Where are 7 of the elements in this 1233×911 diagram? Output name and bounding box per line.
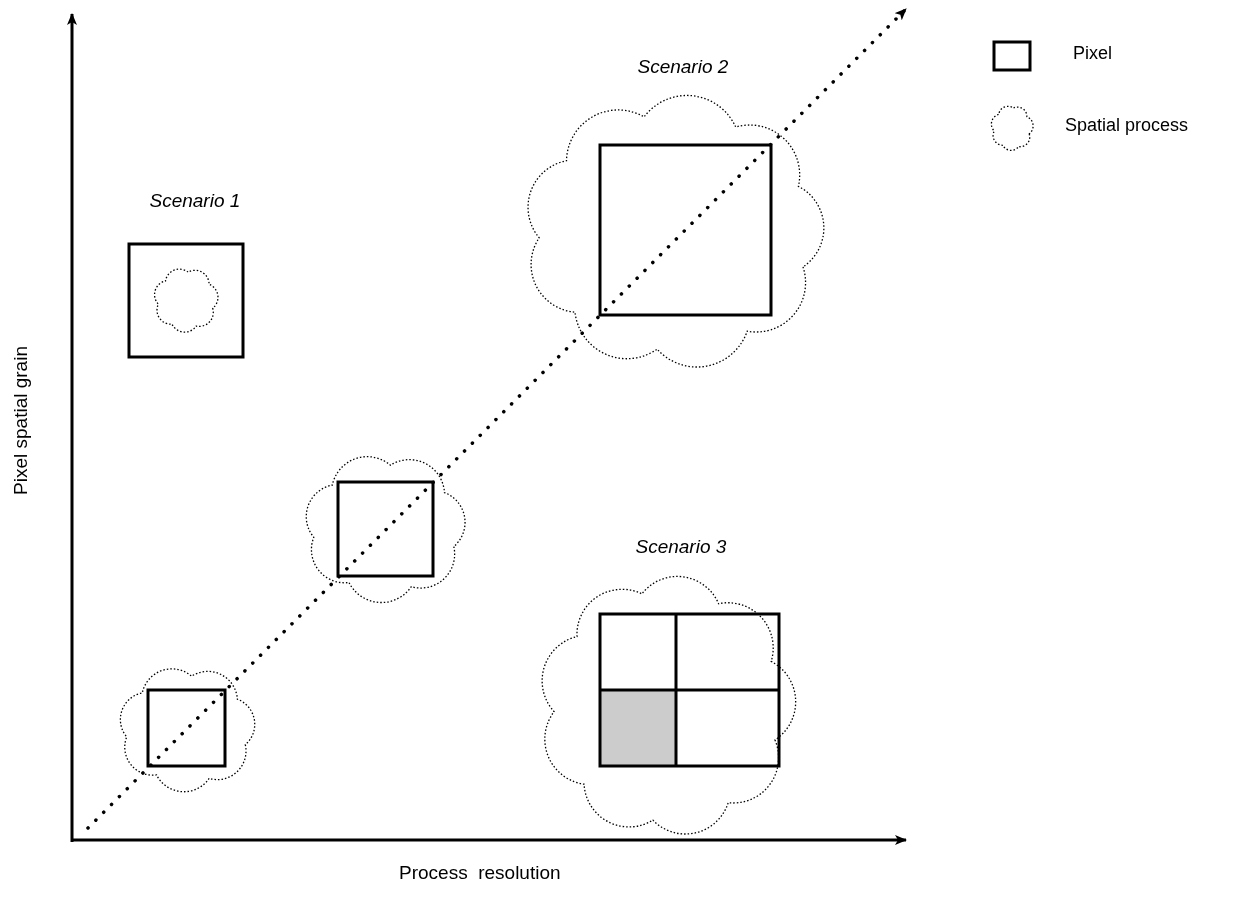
scenario-label: Scenario 2 [637,56,729,76]
legend-label: Spatial process [1065,116,1189,134]
scenario-label: Scenario 1 [149,190,241,210]
scenario-label: Scenario 3 [635,536,727,556]
axis-title: Process resolution [399,862,561,882]
legend-label: Pixel [1073,44,1112,62]
axis-title: Pixel spatial grain [10,345,30,495]
